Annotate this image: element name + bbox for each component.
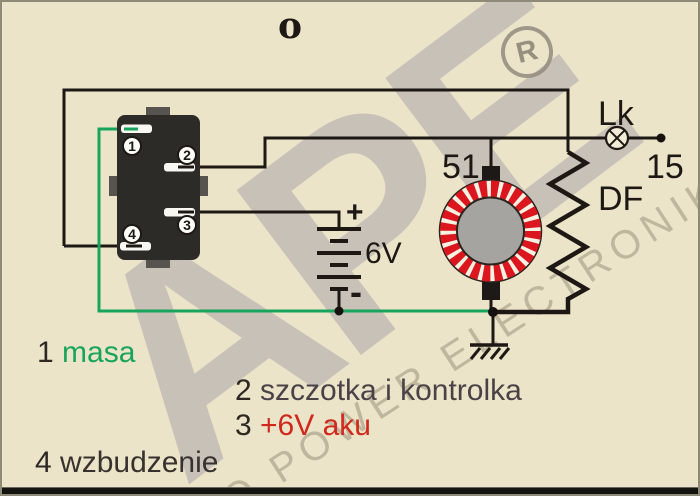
battery-symbol	[317, 227, 361, 291]
diagram-title: o	[278, 5, 303, 47]
coil-top-connector	[482, 166, 500, 183]
relay-right-tab	[199, 176, 208, 196]
wire-top-loop	[62, 88, 570, 246]
terminal-15-dot	[656, 133, 666, 143]
legend-text: wzbudzenie	[60, 446, 219, 479]
legend-number: 1	[37, 336, 54, 369]
legend-number: 4	[35, 446, 52, 479]
relay-bottom-tab	[146, 259, 170, 268]
relay-pin-1-badge: 1	[122, 136, 142, 156]
legend-item-aku: 3 +6V aku	[235, 411, 371, 441]
wire-pin3-to-battery	[170, 210, 341, 230]
legend-number: 2	[235, 374, 252, 407]
battery-voltage-label: 6V	[365, 237, 402, 270]
resistor-df	[493, 150, 591, 315]
junction-dot-battery	[334, 306, 344, 316]
battery-plus-sign: +	[346, 196, 364, 229]
legend-item-szczotka: 2 szczotka i kontrolka	[235, 376, 522, 406]
legend-text: szczotka i kontrolka	[260, 374, 522, 407]
coil-bottom-connector	[482, 282, 500, 300]
resistor-label: DF	[598, 180, 644, 218]
relay-pin-3-badge: 3	[177, 215, 197, 235]
junction-dot-ground	[488, 307, 498, 317]
legend-item-masa: 1 masa	[37, 338, 135, 368]
wire-ground-green	[97, 127, 491, 313]
coil-core	[456, 196, 525, 266]
lamp-label: Lk	[598, 95, 634, 133]
battery-minus-sign: -	[350, 271, 362, 312]
relay-top-tab	[146, 107, 170, 116]
legend-number: 3	[235, 409, 252, 442]
coil-windings	[440, 180, 541, 282]
legend-item-wzbudzenie: 4 wzbudzenie	[35, 448, 218, 478]
relay-pin-4-badge: 4	[122, 224, 142, 244]
legend-text: +6V aku	[260, 409, 371, 442]
wire-pin2-to-lamp	[168, 136, 606, 169]
relay-block	[109, 107, 208, 268]
terminal-label: 15	[646, 148, 684, 186]
relay-left-tab	[109, 176, 118, 196]
relay-pin-2-badge: 2	[177, 145, 197, 165]
coil-label: 51	[442, 148, 480, 186]
ground-symbol	[469, 312, 511, 360]
legend-text: masa	[62, 336, 136, 369]
bottom-border-bar	[2, 487, 698, 494]
lamp-symbol	[604, 125, 630, 151]
